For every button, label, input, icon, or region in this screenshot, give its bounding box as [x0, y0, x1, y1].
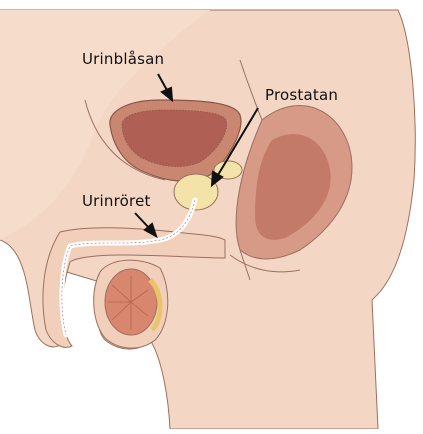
label-bladder: Urinblåsan: [82, 50, 164, 68]
label-prostate: Prostatan: [265, 86, 338, 104]
label-urethra: Urinröret: [82, 192, 151, 210]
